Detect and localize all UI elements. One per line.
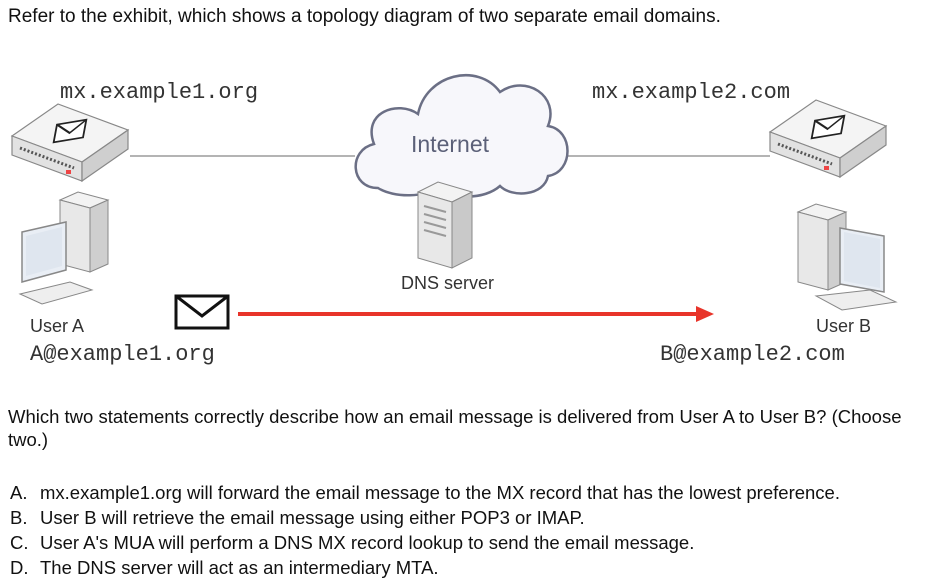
option-a[interactable]: A. mx.example1.org will forward the email…	[10, 480, 840, 505]
option-d[interactable]: D. The DNS server will act as an intermed…	[10, 555, 840, 580]
dns-server-label: DNS server	[401, 273, 495, 293]
user-b-email: B@example2.com	[660, 342, 845, 367]
topology-diagram	[10, 74, 898, 330]
user-a-computer-icon	[18, 191, 110, 305]
option-b[interactable]: B. User B will retrieve the email message…	[10, 505, 840, 530]
mail-server-left-icon	[10, 103, 130, 183]
option-text: User A's MUA will perform a DNS MX recor…	[40, 532, 695, 553]
question-text: Which two statements correctly describe …	[8, 406, 902, 450]
mail-server-right-icon	[768, 99, 888, 179]
option-text: User B will retrieve the email message u…	[40, 507, 585, 528]
option-text: mx.example1.org will forward the email m…	[40, 482, 840, 503]
option-letter: B.	[10, 507, 28, 528]
option-text: The DNS server will act as an intermedia…	[40, 557, 439, 578]
user-b-computer-icon	[796, 203, 898, 311]
intro-text: Refer to the exhibit, which shows a topo…	[8, 6, 721, 27]
user-a-email: A@example1.org	[30, 342, 215, 367]
option-letter: C.	[10, 532, 29, 553]
email-envelope-icon	[174, 294, 230, 330]
option-c[interactable]: C. User A's MUA will perform a DNS MX rec…	[10, 530, 840, 555]
delivery-arrow	[238, 306, 714, 322]
internet-label: Internet	[411, 131, 489, 157]
option-letter: A.	[10, 482, 28, 503]
mx-right-label: mx.example2.com	[592, 80, 791, 105]
dns-server-icon	[416, 181, 474, 269]
option-letter: D.	[10, 557, 29, 578]
user-b-label: User B	[816, 316, 872, 336]
answer-options: A. mx.example1.org will forward the email…	[10, 480, 840, 580]
mx-left-label: mx.example1.org	[60, 80, 259, 105]
user-a-label: User A	[30, 316, 85, 336]
